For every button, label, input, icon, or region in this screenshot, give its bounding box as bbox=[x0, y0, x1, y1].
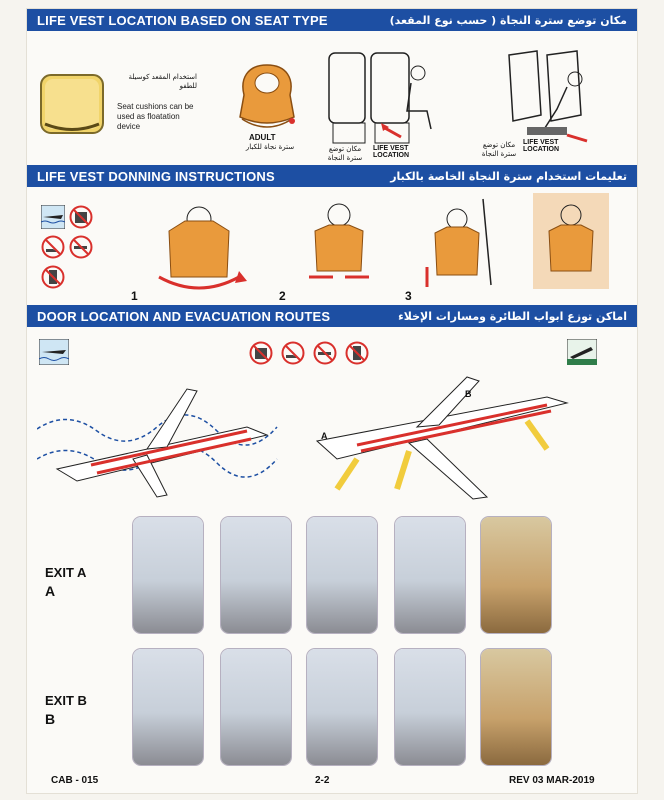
exit-b-letter: B bbox=[45, 711, 56, 727]
ditching-icon bbox=[39, 339, 69, 365]
seat-cushion-icon bbox=[40, 74, 104, 134]
location-ar-1: مكان توضع سترة النجاة bbox=[327, 145, 363, 162]
section-title-en: LIFE VEST LOCATION BASED ON SEAT TYPE bbox=[37, 12, 328, 28]
cushion-text-en: Seat cushions can be used as floatation … bbox=[117, 102, 194, 131]
location-en-1: LIFE VEST LOCATION bbox=[373, 145, 410, 159]
location-en-2: LIFE VEST LOCATION bbox=[523, 139, 560, 153]
seat-with-passenger-icon bbox=[328, 52, 432, 144]
seat-reach-under-icon bbox=[508, 50, 588, 143]
no-smoking-icon bbox=[313, 341, 337, 365]
adult-label: ADULT bbox=[249, 133, 276, 142]
section-title-ar: اماكن توزع ابواب الطائرة ومسارات الإخلاء bbox=[398, 309, 627, 323]
location-ar-2: مكان توضع سترة النجاة bbox=[481, 141, 517, 158]
exit-a-photo-1 bbox=[133, 517, 203, 633]
exit-b-photo-3 bbox=[307, 649, 377, 765]
exit-a-label: EXIT A bbox=[45, 565, 87, 580]
exit-a-photo-5 bbox=[481, 517, 551, 633]
step-number-3: 3 bbox=[405, 289, 412, 303]
ditching-plane-diagram bbox=[37, 388, 278, 498]
no-baggage-icon bbox=[249, 341, 273, 365]
exit-a-photo-2 bbox=[221, 517, 291, 633]
section-title-en: DOOR LOCATION AND EVACUATION ROUTES bbox=[37, 308, 331, 324]
land-plane-diagram: A B bbox=[315, 376, 569, 500]
exit-b-photo-1 bbox=[133, 649, 203, 765]
donning-step-1-image bbox=[158, 206, 247, 290]
exit-b-photo-2 bbox=[221, 649, 291, 765]
section-title-ar: مكان توضع سترة النجاة ( حسب نوع المقعد) bbox=[389, 13, 627, 27]
adult-label-ar: سترة نجاة للكبار bbox=[245, 143, 295, 151]
ditching-icon bbox=[41, 205, 65, 229]
exit-a-photo-3 bbox=[307, 517, 377, 633]
no-baggage-icon bbox=[69, 205, 93, 229]
section-header-donning: LIFE VEST DONNING INSTRUCTIONS تعليمات ا… bbox=[27, 165, 637, 187]
no-smoking-icon bbox=[69, 235, 93, 259]
exit-b-photo-4 bbox=[395, 649, 465, 765]
cushion-text-ar: استخدام المقعد كوسيلة للطفو bbox=[128, 73, 197, 90]
exit-b-photo-5 bbox=[481, 649, 551, 765]
step-number-2: 2 bbox=[279, 289, 286, 303]
section-title-en: LIFE VEST DONNING INSTRUCTIONS bbox=[37, 168, 275, 184]
safety-card: LIFE VEST LOCATION BASED ON SEAT TYPE مك… bbox=[26, 8, 638, 794]
land-evacuation-icon bbox=[567, 339, 597, 365]
section-header-doors: DOOR LOCATION AND EVACUATION ROUTES اماك… bbox=[27, 305, 637, 327]
no-shoes-icon bbox=[41, 235, 65, 259]
no-phone-icon bbox=[41, 265, 65, 289]
donning-step-4-image bbox=[533, 193, 609, 289]
exit-a-letter: A bbox=[45, 583, 56, 599]
donning-step-3-image bbox=[425, 198, 492, 287]
no-phone-icon bbox=[345, 341, 369, 365]
exit-b-label: EXIT B bbox=[45, 693, 87, 708]
door-label-b: B bbox=[465, 389, 472, 399]
footer-center: 2-2 bbox=[315, 775, 330, 786]
step-number-1: 1 bbox=[131, 289, 138, 303]
no-shoes-icon bbox=[281, 341, 305, 365]
exit-a-photo-4 bbox=[395, 517, 465, 633]
door-label-a: A bbox=[321, 431, 328, 441]
seat-cushion-image bbox=[37, 69, 107, 139]
section-title-ar: تعليمات استخدام سترة النجاة الخاصة بالكب… bbox=[390, 169, 627, 183]
adult-vest-icon bbox=[239, 64, 295, 128]
donning-step-2-image bbox=[309, 203, 369, 279]
footer-right: REV 03 MAR-2019 bbox=[509, 775, 595, 786]
footer-left: CAB - 015 bbox=[51, 775, 99, 786]
section-header-vest-location: LIFE VEST LOCATION BASED ON SEAT TYPE مك… bbox=[27, 9, 637, 31]
